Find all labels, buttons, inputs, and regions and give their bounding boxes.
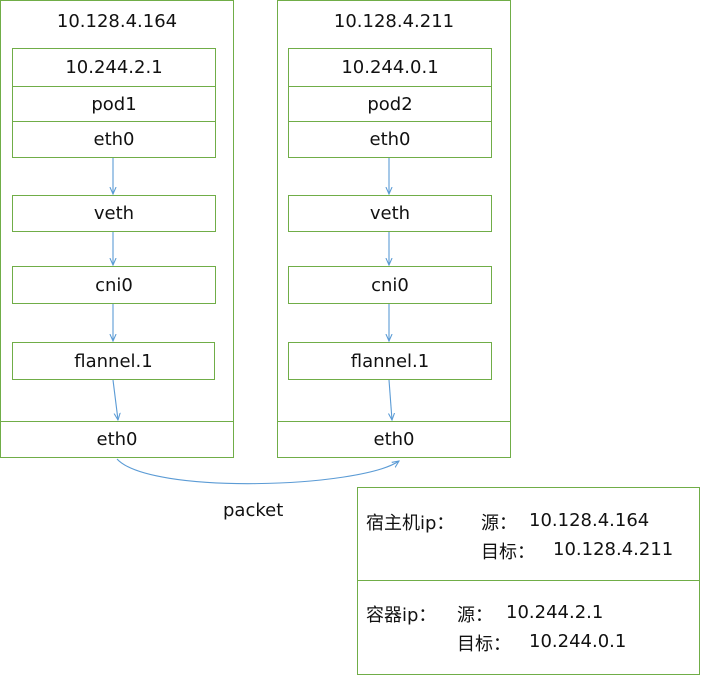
- host2-veth: veth: [369, 203, 411, 224]
- host1-veth: veth: [93, 203, 135, 224]
- host1-pod-name: pod1: [91, 93, 137, 115]
- host-dst-label: 目标：: [481, 542, 535, 563]
- host1-pod-eth: eth0: [93, 129, 135, 150]
- host1-pod-name-box: [12, 86, 216, 122]
- container-ip-label: 容器ip：: [366, 605, 437, 626]
- host2-veth-box: [288, 195, 492, 232]
- host2-eth-box: [277, 421, 511, 458]
- host1-eth: eth0: [96, 429, 138, 450]
- host1-ip-title: 10.128.4.164: [56, 10, 178, 32]
- host2-pod-eth-box: [288, 121, 492, 158]
- host1-arrow-flannel-to-eth: [112, 379, 118, 420]
- host2-arrow-flannel-to-eth: [389, 379, 392, 420]
- container-dst-ip: 10.244.0.1: [529, 631, 627, 652]
- host1-eth-box: [0, 421, 234, 458]
- host2-pod-eth: eth0: [369, 129, 411, 150]
- host1-pod-ip: 10.244.2.1: [65, 57, 163, 78]
- host1-flannel: flannel.1: [74, 350, 153, 372]
- host2-cni-box: [288, 266, 492, 304]
- host2-pod-ip-box: [288, 48, 492, 87]
- info-divider: [357, 580, 700, 581]
- host1-pod-eth-box: [12, 121, 216, 158]
- host2-flannel-box: [288, 342, 492, 380]
- host2-pod-name: pod2: [367, 93, 413, 115]
- host-ip-label: 宿主机ip：: [366, 513, 455, 534]
- host-src-label: 源：: [481, 513, 517, 534]
- host-dst-ip: 10.128.4.211: [553, 539, 674, 560]
- host1-flannel-box: [12, 342, 215, 380]
- container-src-label: 源：: [457, 605, 493, 626]
- host1-cni: cni0: [95, 274, 133, 296]
- packet-label: packet: [223, 500, 284, 521]
- container-src-ip: 10.244.2.1: [506, 602, 604, 623]
- packet-curve-arrow: [116, 458, 399, 485]
- host2-eth: eth0: [373, 429, 415, 450]
- host2-pod-ip: 10.244.0.1: [341, 57, 439, 78]
- info-panel: [357, 487, 700, 675]
- host2-flannel: flannel.1: [350, 350, 430, 372]
- host1-veth-box: [12, 195, 216, 232]
- host2-ip-title: 10.128.4.211: [333, 10, 455, 32]
- host-src-ip: 10.128.4.164: [529, 510, 650, 531]
- host1-cni-box: [12, 266, 216, 304]
- container-dst-label: 目标：: [457, 634, 511, 655]
- host2-cni: cni0: [371, 274, 409, 296]
